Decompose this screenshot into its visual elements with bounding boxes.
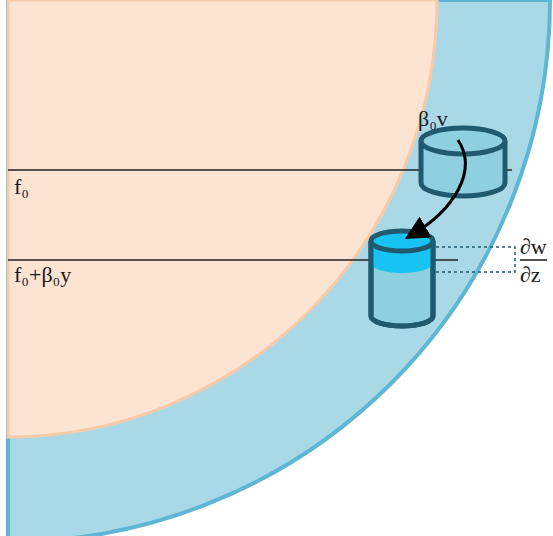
fraction-bar [520,259,547,261]
ocean-layer [8,0,550,536]
stretch-bracket [436,247,515,272]
fluid-column [421,128,505,196]
motion-arrow [410,140,465,236]
velocity-label: β₀v [418,108,448,130]
fraction-numerator: ∂w [520,236,547,258]
coriolis-label: f₀ [14,176,29,198]
earth-interior [8,0,437,437]
fraction-denominator: ∂z [520,264,541,286]
stretched-column [371,231,433,326]
coriolis-label: f₀+β₀y [14,264,71,286]
